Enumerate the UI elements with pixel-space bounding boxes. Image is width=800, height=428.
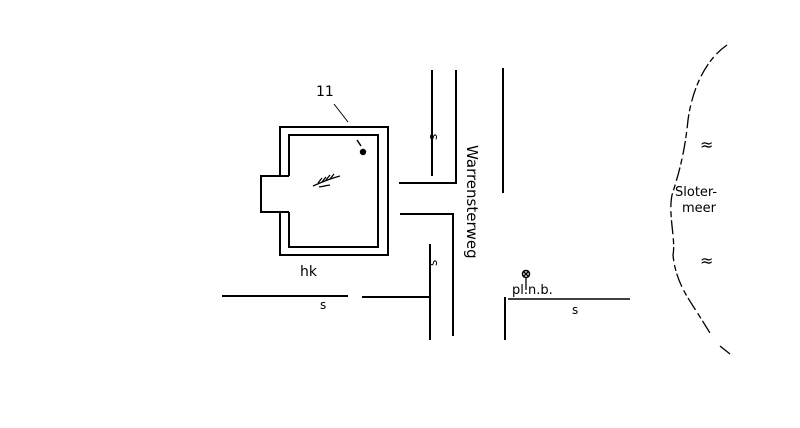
building-code-label: hk xyxy=(300,264,318,280)
tree-symbol-icon xyxy=(312,173,341,188)
point-number-label: 11 xyxy=(316,84,334,100)
sidewalk-label: s xyxy=(572,303,578,317)
lake-shoreline-end xyxy=(719,345,731,355)
street-name-label: Warrensterweg xyxy=(463,145,481,259)
sidewalk-label: s xyxy=(320,298,326,312)
building-annex xyxy=(260,175,289,213)
sidewalk-label: s xyxy=(426,260,440,266)
survey-point-marker xyxy=(359,148,367,156)
sidewalk-label: s xyxy=(426,134,440,140)
water-symbol: ≈ xyxy=(700,251,713,270)
pointer-line xyxy=(333,103,349,123)
pl-marker-icon xyxy=(521,269,531,290)
building-outer-outline xyxy=(279,126,389,256)
lake-name-line1: Sloter- xyxy=(675,185,717,200)
road-edge-upper-side xyxy=(399,70,457,184)
road-edge-horizontal-left xyxy=(222,295,430,298)
water-symbol: ≈ xyxy=(700,135,713,154)
lake-shoreline xyxy=(670,44,728,334)
road-edge-lower-side xyxy=(400,213,454,336)
marker-label: pl.n.b. xyxy=(512,283,553,298)
pointer-tick xyxy=(356,139,362,147)
lake-name-line2: meer xyxy=(682,201,717,216)
building-inner-outline xyxy=(288,134,379,248)
